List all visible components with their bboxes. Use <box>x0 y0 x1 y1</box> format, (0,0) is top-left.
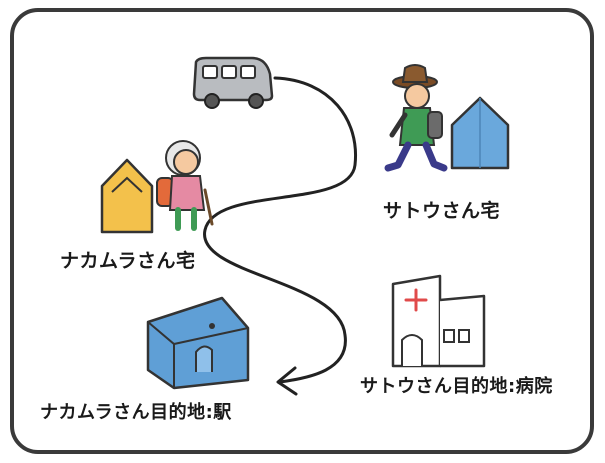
nakamura-destination-label: ナカムラさん目的地:駅 <box>40 402 232 423</box>
blue-house-icon <box>450 96 510 170</box>
orange-house-icon <box>100 158 154 234</box>
route-line <box>203 76 358 384</box>
hospital-icon <box>391 274 486 368</box>
nakamura-home-label: ナカムラさん宅 <box>60 250 196 272</box>
elderly-woman-icon <box>156 140 214 231</box>
walking-man-icon <box>384 64 448 172</box>
station-building-icon <box>146 296 250 390</box>
sato-home-label: サトウさん宅 <box>383 200 501 222</box>
arrowhead-icon <box>276 366 298 396</box>
sato-destination-label: サトウさん目的地:病院 <box>360 376 553 397</box>
van-icon <box>192 56 274 109</box>
